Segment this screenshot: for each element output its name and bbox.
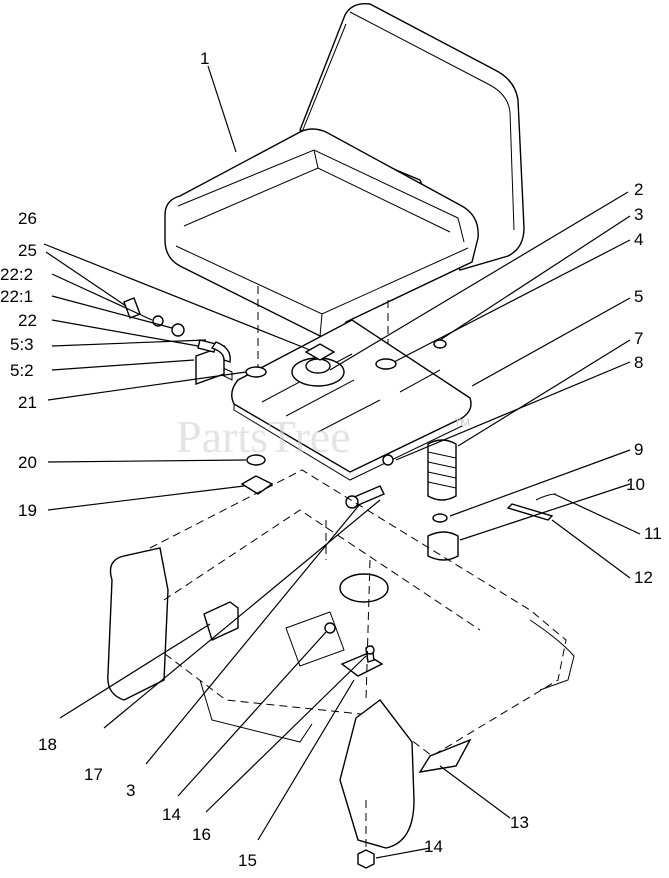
callout-4: 4 — [634, 230, 643, 249]
nut-part — [357, 849, 375, 869]
callout-10: 10 — [626, 475, 645, 494]
leader-lines — [43, 65, 641, 859]
callout-18: 18 — [38, 735, 57, 754]
watermark-tm: TM — [454, 417, 470, 429]
callout-22-2: 22:2 — [0, 265, 33, 284]
callout-25: 25 — [18, 241, 37, 260]
spring-assembly — [382, 339, 459, 561]
callout-5-2: 5:2 — [10, 361, 34, 380]
callout-14-lower: 14 — [424, 837, 443, 856]
callout-5: 5 — [634, 287, 643, 306]
callout-26: 26 — [18, 209, 37, 228]
callout-11: 11 — [644, 524, 662, 543]
callout-16: 16 — [192, 825, 211, 844]
seat-plate-part — [195, 319, 472, 481]
callout-7: 7 — [634, 329, 643, 348]
callout-19: 19 — [18, 501, 37, 520]
fender-frame-part — [107, 469, 575, 849]
callout-5-3: 5:3 — [10, 335, 34, 354]
callout-15: 15 — [238, 851, 257, 870]
callout-22: 22 — [18, 311, 37, 330]
knob-part — [240, 475, 274, 495]
callout-17: 17 — [84, 765, 103, 784]
callout-9: 9 — [634, 440, 643, 459]
callout-22-1: 22:1 — [0, 287, 33, 306]
callout-3: 3 — [634, 205, 643, 224]
callout-12: 12 — [634, 568, 653, 587]
callout-3-lower: 3 — [126, 781, 135, 800]
callout-20: 20 — [18, 453, 37, 472]
callout-2: 2 — [634, 180, 643, 199]
latch-assembly — [123, 297, 231, 363]
seat-part — [164, 3, 525, 337]
callout-14-upper: 14 — [162, 805, 181, 824]
callout-8: 8 — [634, 353, 643, 372]
watermark: PartsTree — [176, 411, 351, 462]
callout-21: 21 — [18, 393, 37, 412]
callout-13: 13 — [510, 813, 529, 832]
pin-part — [535, 493, 557, 501]
callout-1: 1 — [200, 49, 209, 68]
washer-part — [246, 454, 266, 466]
